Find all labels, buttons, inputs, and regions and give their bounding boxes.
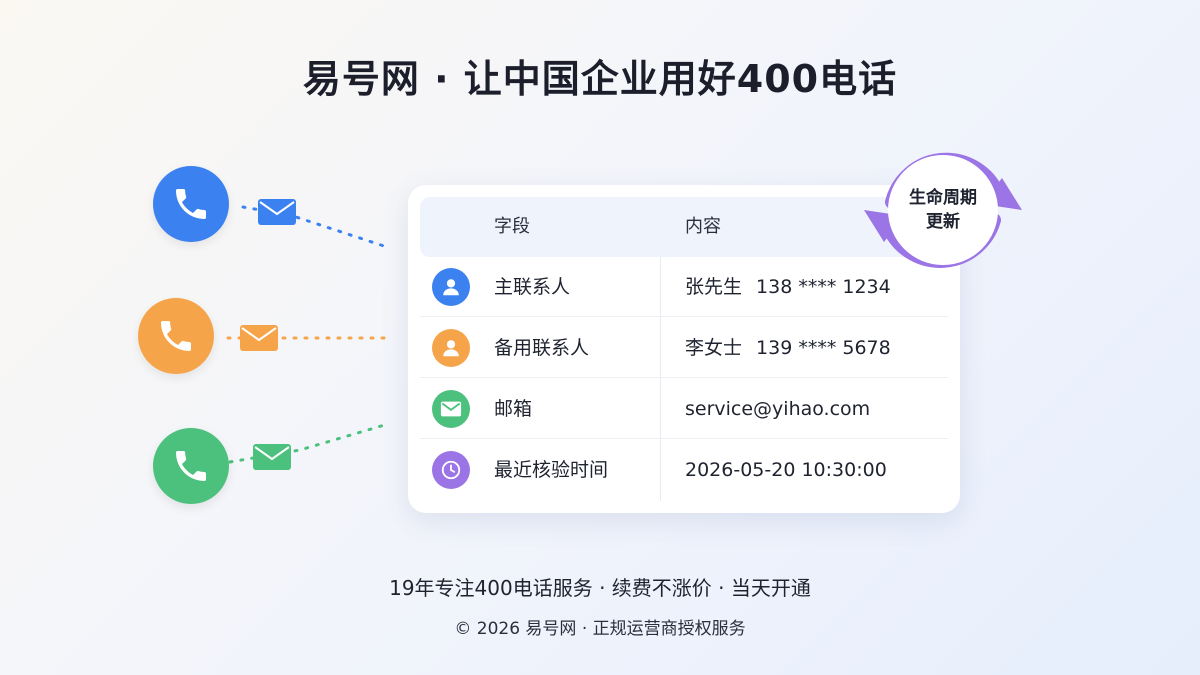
page-title: 易号网 · 让中国企业用好400电话 — [302, 57, 898, 101]
user-icon — [432, 329, 470, 367]
table-row: 最近核验时间 2026-05-20 10:30:00 — [420, 440, 948, 500]
footer-tagline: 19年专注400电话服务 · 续费不涨价 · 当天开通 — [389, 576, 811, 600]
row-field-label: 主联系人 — [494, 276, 571, 298]
lifecycle-label: 生命周期 更新 — [888, 155, 998, 265]
user-icon — [432, 268, 470, 306]
clock-icon — [432, 451, 470, 489]
row-value: 李女士 139 **** 5678 — [685, 318, 891, 378]
row-field-label: 备用联系人 — [494, 337, 590, 359]
envelope-icon — [240, 325, 278, 351]
phone-icon — [138, 298, 214, 374]
row-field-label: 最近核验时间 — [494, 459, 609, 481]
mail-icon — [432, 390, 470, 428]
contact-name: 张先生 — [685, 276, 743, 298]
header-content: 内容 — [685, 216, 721, 237]
lifecycle-badge: 生命周期 更新 — [862, 140, 1024, 280]
phone-icon — [153, 428, 229, 504]
contact-phone: 138 **** 1234 — [756, 276, 891, 298]
contact-phone: 139 **** 5678 — [756, 337, 891, 359]
table-header: 字段 内容 — [420, 197, 948, 257]
envelope-icon — [253, 444, 291, 470]
lifecycle-line2: 更新 — [926, 212, 960, 232]
email-value: service@yihao.com — [685, 398, 871, 420]
phone-icon — [153, 166, 229, 242]
timestamp-value: 2026-05-20 10:30:00 — [685, 459, 887, 481]
column-divider — [660, 257, 661, 501]
row-value: 张先生 138 **** 1234 — [685, 257, 891, 317]
footer-copyright: © 2026 易号网 · 正规运营商授权服务 — [454, 619, 746, 639]
row-field-label: 邮箱 — [494, 398, 533, 420]
table-row: 邮箱 service@yihao.com — [420, 379, 948, 439]
lifecycle-line1: 生命周期 — [909, 188, 977, 208]
contact-card: 字段 内容 主联系人 张先生 138 **** 1234 备用联系人 李女士 139… — [408, 185, 960, 513]
envelope-icon — [258, 199, 296, 225]
table-row: 主联系人 张先生 138 **** 1234 — [420, 257, 948, 317]
header-field: 字段 — [494, 216, 530, 237]
table-row: 备用联系人 李女士 139 **** 5678 — [420, 318, 948, 378]
contact-name: 李女士 — [685, 337, 743, 359]
